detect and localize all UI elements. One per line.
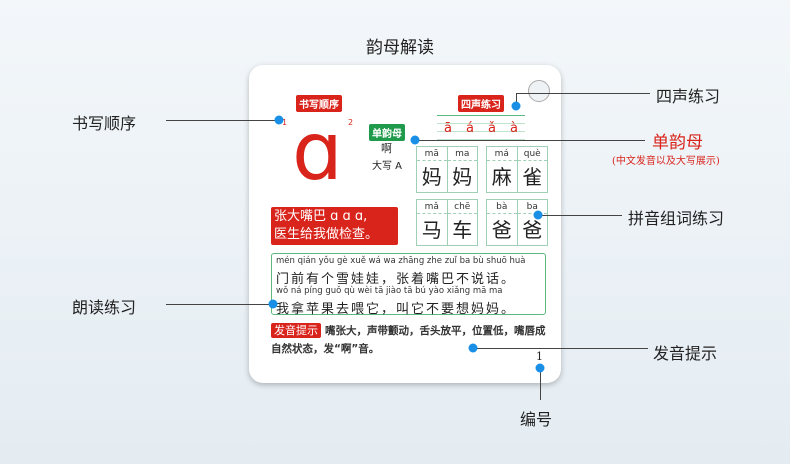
- tone-3: ǎ: [488, 120, 496, 136]
- marker-dot: [535, 363, 545, 373]
- callout-single-final-note: (中文发音以及大写展示): [612, 156, 720, 167]
- reading-pinyin: mén qián yǒu gè xuě wá wa zhāng zhe zuǐ …: [276, 256, 526, 266]
- marker-dot: [274, 115, 284, 125]
- callout-word-practice: 拼音组词练习: [628, 209, 725, 228]
- chinese-char: 啊: [381, 142, 392, 155]
- pinyin: ma: [447, 147, 477, 161]
- word-box: mǎ 马 chē 车: [416, 199, 478, 246]
- callout-single-final: 单韵母: [652, 133, 703, 153]
- hanzi: 爸: [491, 218, 512, 242]
- marker-dot: [410, 135, 420, 145]
- reading-pinyin: wǒ ná píng guǒ qù wèi tā jiào tā bú yào …: [276, 286, 503, 296]
- hanzi: 雀: [522, 165, 543, 189]
- pinyin: chē: [447, 200, 477, 214]
- rhyme-line: 张大嘴巴 ɑ ɑ ɑ,: [274, 209, 368, 224]
- callout-writing-order: 书写顺序: [72, 114, 137, 133]
- leader-line: [516, 93, 517, 106]
- pinyin: què: [517, 147, 547, 161]
- leader-line: [166, 120, 279, 121]
- word-box: bà 爸 ba 爸: [486, 199, 548, 246]
- pinyin: má: [487, 147, 517, 161]
- leader-line: [540, 368, 541, 400]
- callout-pronunciation: 发音提示: [653, 344, 718, 363]
- hanzi: 爸: [522, 218, 543, 242]
- hanzi: 妈: [452, 165, 473, 189]
- page-title: 韵母解读: [366, 38, 434, 58]
- reading-hanzi: 我拿苹果去喂它，叫它不要想妈妈。: [276, 302, 517, 317]
- writing-order-tag: 书写顺序: [296, 95, 342, 112]
- tip-paragraph: 发音提示嘴张大，声带颤动，舌头放平，位置低，嘴唇成自然状态，发“啊”音。: [271, 322, 549, 358]
- pinyin: mǎ: [417, 200, 447, 214]
- marker-dot: [268, 299, 278, 309]
- tone-4: à: [510, 120, 518, 136]
- single-final-tag: 单韵母: [369, 124, 405, 141]
- four-tones-tag: 四声练习: [458, 95, 504, 112]
- leader-line: [473, 348, 648, 349]
- leader-line: [538, 215, 622, 216]
- callout-number: 编号: [520, 410, 553, 429]
- hanzi: 马: [421, 218, 442, 242]
- marker-dot: [533, 210, 543, 220]
- rhyme-line: 医生给我做检查。: [274, 227, 379, 242]
- page-number: 1: [536, 350, 543, 363]
- hanzi: 车: [452, 218, 473, 242]
- tone-1: ā: [444, 120, 452, 136]
- stroke-number-2: 2: [348, 118, 354, 127]
- letter-a: ɑ: [292, 105, 343, 198]
- marker-dot: [511, 101, 521, 111]
- stroke-number-1: 1: [282, 118, 288, 127]
- hanzi: 妈: [421, 165, 442, 189]
- card-hole: [528, 80, 550, 102]
- tone-2: á: [466, 120, 474, 136]
- rhyme-box: 张大嘴巴 ɑ ɑ ɑ, 医生给我做检查。: [271, 207, 398, 245]
- pinyin: bà: [487, 200, 517, 214]
- leader-line: [166, 304, 273, 305]
- reading-box: mén qián yǒu gè xuě wá wa zhāng zhe zuǐ …: [271, 253, 546, 317]
- uppercase-label: 大写 A: [372, 161, 403, 172]
- pinyin: ba: [517, 200, 547, 214]
- word-box: mā 妈 ma 妈: [416, 146, 478, 193]
- tip-tag: 发音提示: [271, 323, 321, 338]
- reading-hanzi: 门前有个雪娃娃，张着嘴巴不说话。: [276, 272, 517, 287]
- marker-dot: [468, 343, 478, 353]
- hanzi: 麻: [491, 165, 512, 189]
- callout-reading: 朗读练习: [72, 298, 137, 317]
- callout-four-tones: 四声练习: [656, 87, 721, 106]
- word-box: má 麻 què 雀: [486, 146, 548, 193]
- leader-line: [516, 93, 650, 94]
- pinyin: mā: [417, 147, 447, 161]
- tip-text: 嘴张大，声带颤动，舌头放平，位置低，嘴唇成自然状态，发“啊”音。: [271, 325, 546, 355]
- leader-line: [415, 140, 645, 141]
